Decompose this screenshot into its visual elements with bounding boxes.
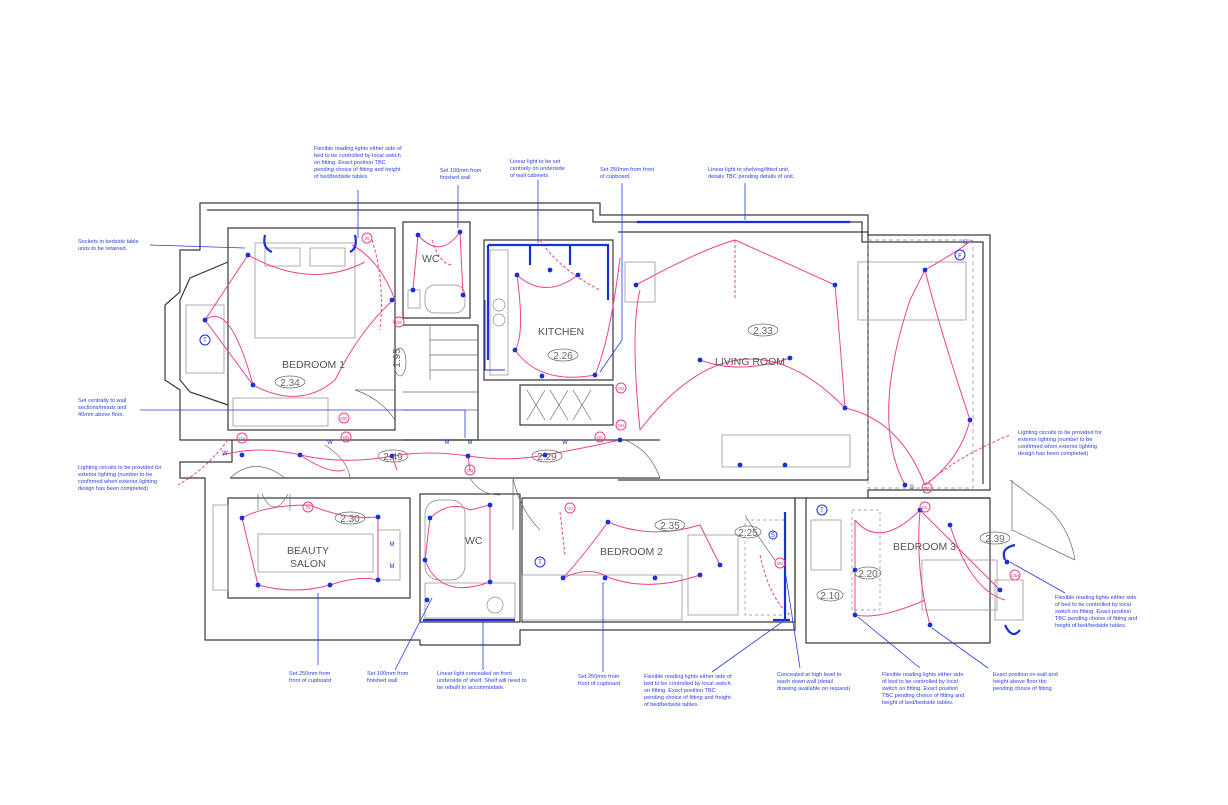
circuit-tag: OJ xyxy=(567,506,573,511)
wall-symbol: W xyxy=(562,440,568,446)
room-number: 2.10 xyxy=(820,591,840,602)
room-label: LIVING ROOM xyxy=(715,356,785,368)
switch-symbol: S xyxy=(963,240,967,246)
note-linear-shelving: Linear light to shelving/fitted unit,det… xyxy=(708,167,795,180)
circuit-tag: OK xyxy=(777,561,785,566)
room-label: WC xyxy=(422,253,440,265)
room-number: 2.33 xyxy=(753,326,773,337)
thermostat-symbol: T xyxy=(538,560,542,566)
circuit-tag: OH xyxy=(618,423,625,428)
room-label: KITCHEN xyxy=(538,326,584,338)
furniture xyxy=(185,239,1024,621)
circuit-tag: ON xyxy=(343,435,350,440)
room-number: 2.26 xyxy=(553,351,573,362)
room-label: BEDROOM 1 xyxy=(282,359,345,371)
room-number: 2.20 xyxy=(858,569,878,580)
lighting-circuits xyxy=(177,231,1011,626)
room-number: 2.39 xyxy=(985,534,1005,545)
circuit-tag: OI xyxy=(306,505,311,510)
mirror-symbol: M xyxy=(390,564,395,570)
circuit-tag: OA xyxy=(239,436,247,441)
switch-symbol: S xyxy=(910,485,914,491)
room-number: 2.30 xyxy=(340,514,360,525)
leader-lines xyxy=(140,180,1066,673)
switch-symbol: S xyxy=(771,533,775,539)
circuit-tag: OE xyxy=(924,486,931,491)
symbols: T T T F S S S M M M M W W W xyxy=(203,240,967,570)
circuit-tags: 05 OF OA ON OB OH OG OC OI OJ OK OL OM O… xyxy=(236,232,1021,581)
room-label: BEDROOM 2 xyxy=(600,546,663,558)
circuit-tag: OG xyxy=(617,386,625,391)
circuit-tag: OM xyxy=(1011,573,1019,578)
circuit-tag: 05 xyxy=(364,236,370,241)
wall-symbol: W xyxy=(327,440,333,446)
room-numbers: 2.34 2.26 2.33 1.95 2.49 2.29 2.30 2.35 … xyxy=(274,323,1011,602)
light-fittings xyxy=(199,220,1021,636)
room-number: 2.25 xyxy=(738,528,758,539)
room-label: WC xyxy=(465,535,483,547)
circuit-tag: OL xyxy=(922,505,929,510)
room-labels: BEDROOM 1 WC KITCHEN LIVING ROOM BEAUTY … xyxy=(282,253,956,570)
mirror-symbol: M xyxy=(468,440,473,446)
circuit-tag: OC xyxy=(597,435,605,440)
wall-symbol: W xyxy=(222,451,228,457)
room-number: 2.35 xyxy=(660,521,680,532)
circuit-tag: OD xyxy=(341,416,349,421)
thermostat-symbol: T xyxy=(820,508,824,514)
thermostat-symbol: T xyxy=(203,338,207,344)
room-label: BEDROOM 3 xyxy=(893,541,956,553)
room-number: 2.29 xyxy=(537,452,557,463)
fan-symbol: F xyxy=(958,254,962,260)
room-number: 1.95 xyxy=(392,348,403,368)
mirror-symbol: M xyxy=(445,440,450,446)
circuit-tag: OB xyxy=(467,468,474,473)
circuit-tag: OF xyxy=(396,320,403,325)
room-number: 2.34 xyxy=(280,378,300,389)
room-label: BEAUTY xyxy=(287,545,329,557)
room-label: SALON xyxy=(290,558,326,570)
mirror-symbol: M xyxy=(390,542,395,548)
room-number: 2.49 xyxy=(383,452,403,463)
